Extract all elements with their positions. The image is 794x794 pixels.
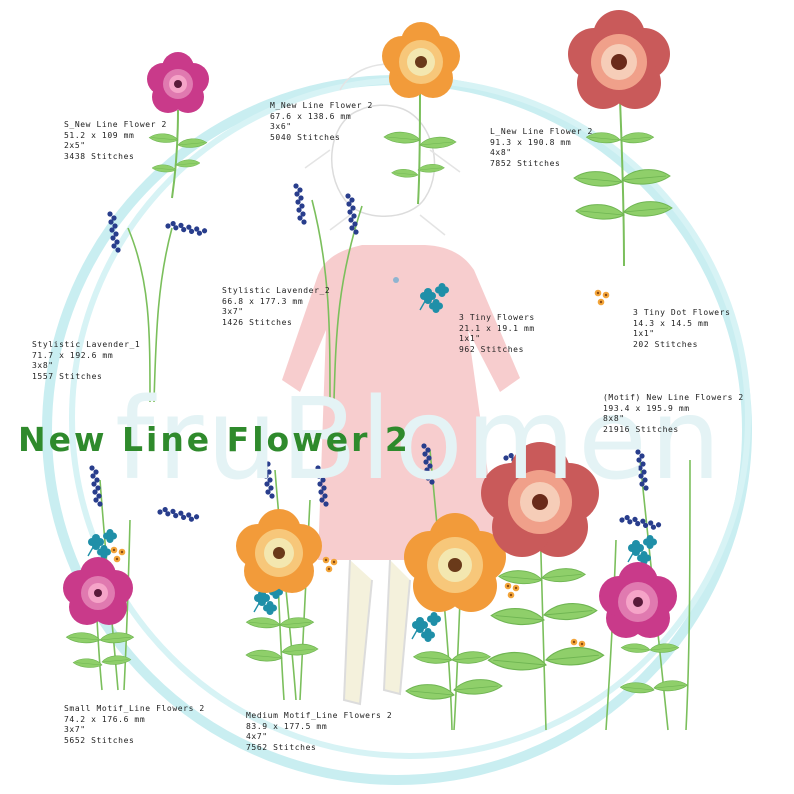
page-title: New Line Flower 2 [18, 420, 411, 459]
lavender-2 [293, 183, 363, 401]
large-motif [404, 442, 691, 731]
design-label-l-flower: L_New Line Flower 2 91.3 x 190.8 mm 4x8"… [490, 127, 593, 169]
design-label-tiny-dot-flowers: 3 Tiny Dot Flowers 14.3 x 14.5 mm 1x1" 2… [633, 308, 731, 350]
design-label-lavender-1: Stylistic Lavender_1 71.7 x 192.6 mm 3x8… [32, 340, 140, 382]
design-hoop: 3x7" [222, 307, 244, 316]
design-name: S_New Line Flower 2 [64, 120, 167, 129]
design-stitches: 3438 Stitches [64, 151, 135, 161]
design-hoop: 1x1" [459, 334, 481, 343]
design-size: 83.9 x 177.5 mm [246, 721, 328, 731]
design-label-m-flower: M_New Line Flower 2 67.6 x 138.6 mm 3x6"… [270, 101, 373, 143]
design-size: 67.6 x 138.6 mm [270, 111, 352, 121]
design-label-s-flower: S_New Line Flower 2 51.2 x 109 mm 2x5" 3… [64, 120, 167, 162]
design-hoop: 8x8" [603, 414, 625, 423]
design-size: 193.4 x 195.9 mm [603, 403, 690, 413]
design-size: 74.2 x 176.6 mm [64, 714, 146, 724]
design-hoop: 1x1" [633, 329, 655, 338]
tiny-dot-flowers [594, 289, 610, 306]
l-flower [568, 10, 673, 267]
design-stitches: 202 Stitches [633, 339, 698, 349]
design-size: 91.3 x 190.8 mm [490, 137, 572, 147]
design-name: Stylistic Lavender_2 [222, 286, 331, 295]
design-name: Small Motif_Line Flowers 2 [64, 704, 205, 713]
s-flower [147, 52, 209, 199]
design-hoop: 2x5" [64, 141, 86, 150]
design-stitches: 1426 Stitches [222, 317, 293, 327]
design-stitches: 7562 Stitches [246, 742, 317, 752]
design-label-tiny-flowers: 3 Tiny Flowers 21.1 x 19.1 mm 1x1" 962 S… [459, 313, 535, 355]
design-name: 3 Tiny Flowers [459, 313, 535, 322]
small-motif [63, 465, 200, 691]
design-stitches: 5040 Stitches [270, 132, 341, 142]
design-hoop: 4x8" [490, 148, 512, 157]
m-flower [382, 22, 460, 205]
design-label-small-motif: Small Motif_Line Flowers 2 74.2 x 176.6 … [64, 704, 205, 746]
design-size: 14.3 x 14.5 mm [633, 318, 709, 328]
design-hoop: 4x7" [246, 732, 268, 741]
medium-motif [236, 457, 338, 701]
girl-sketch [282, 63, 520, 706]
lavender-1 [107, 211, 208, 403]
design-name: Stylistic Lavender_1 [32, 340, 141, 349]
design-hoop: 3x7" [64, 725, 86, 734]
design-size: 51.2 x 109 mm [64, 130, 135, 140]
design-stitches: 962 Stitches [459, 344, 524, 354]
design-hoop: 3x6" [270, 122, 292, 131]
design-name: 3 Tiny Dot Flowers [633, 308, 731, 317]
design-size: 71.7 x 192.6 mm [32, 350, 114, 360]
design-size: 21.1 x 19.1 mm [459, 323, 535, 333]
watermark: fruBlomen [115, 375, 724, 505]
design-name: L_New Line Flower 2 [490, 127, 593, 136]
design-stitches: 7852 Stitches [490, 158, 561, 168]
design-label-lavender-2: Stylistic Lavender_2 66.8 x 177.3 mm 3x7… [222, 286, 330, 328]
design-name: Medium Motif_Line Flowers 2 [246, 711, 393, 720]
design-stitches: 21916 Stitches [603, 424, 679, 434]
design-hoop: 3x8" [32, 361, 54, 370]
design-stitches: 1557 Stitches [32, 371, 103, 381]
design-name: (Motif) New Line Flowers 2 [603, 393, 744, 402]
design-name: M_New Line Flower 2 [270, 101, 373, 110]
design-label-large-motif: (Motif) New Line Flowers 2 193.4 x 195.9… [603, 393, 744, 435]
design-stitches: 5652 Stitches [64, 735, 135, 745]
design-size: 66.8 x 177.3 mm [222, 296, 304, 306]
design-label-medium-motif: Medium Motif_Line Flowers 2 83.9 x 177.5… [246, 711, 392, 753]
